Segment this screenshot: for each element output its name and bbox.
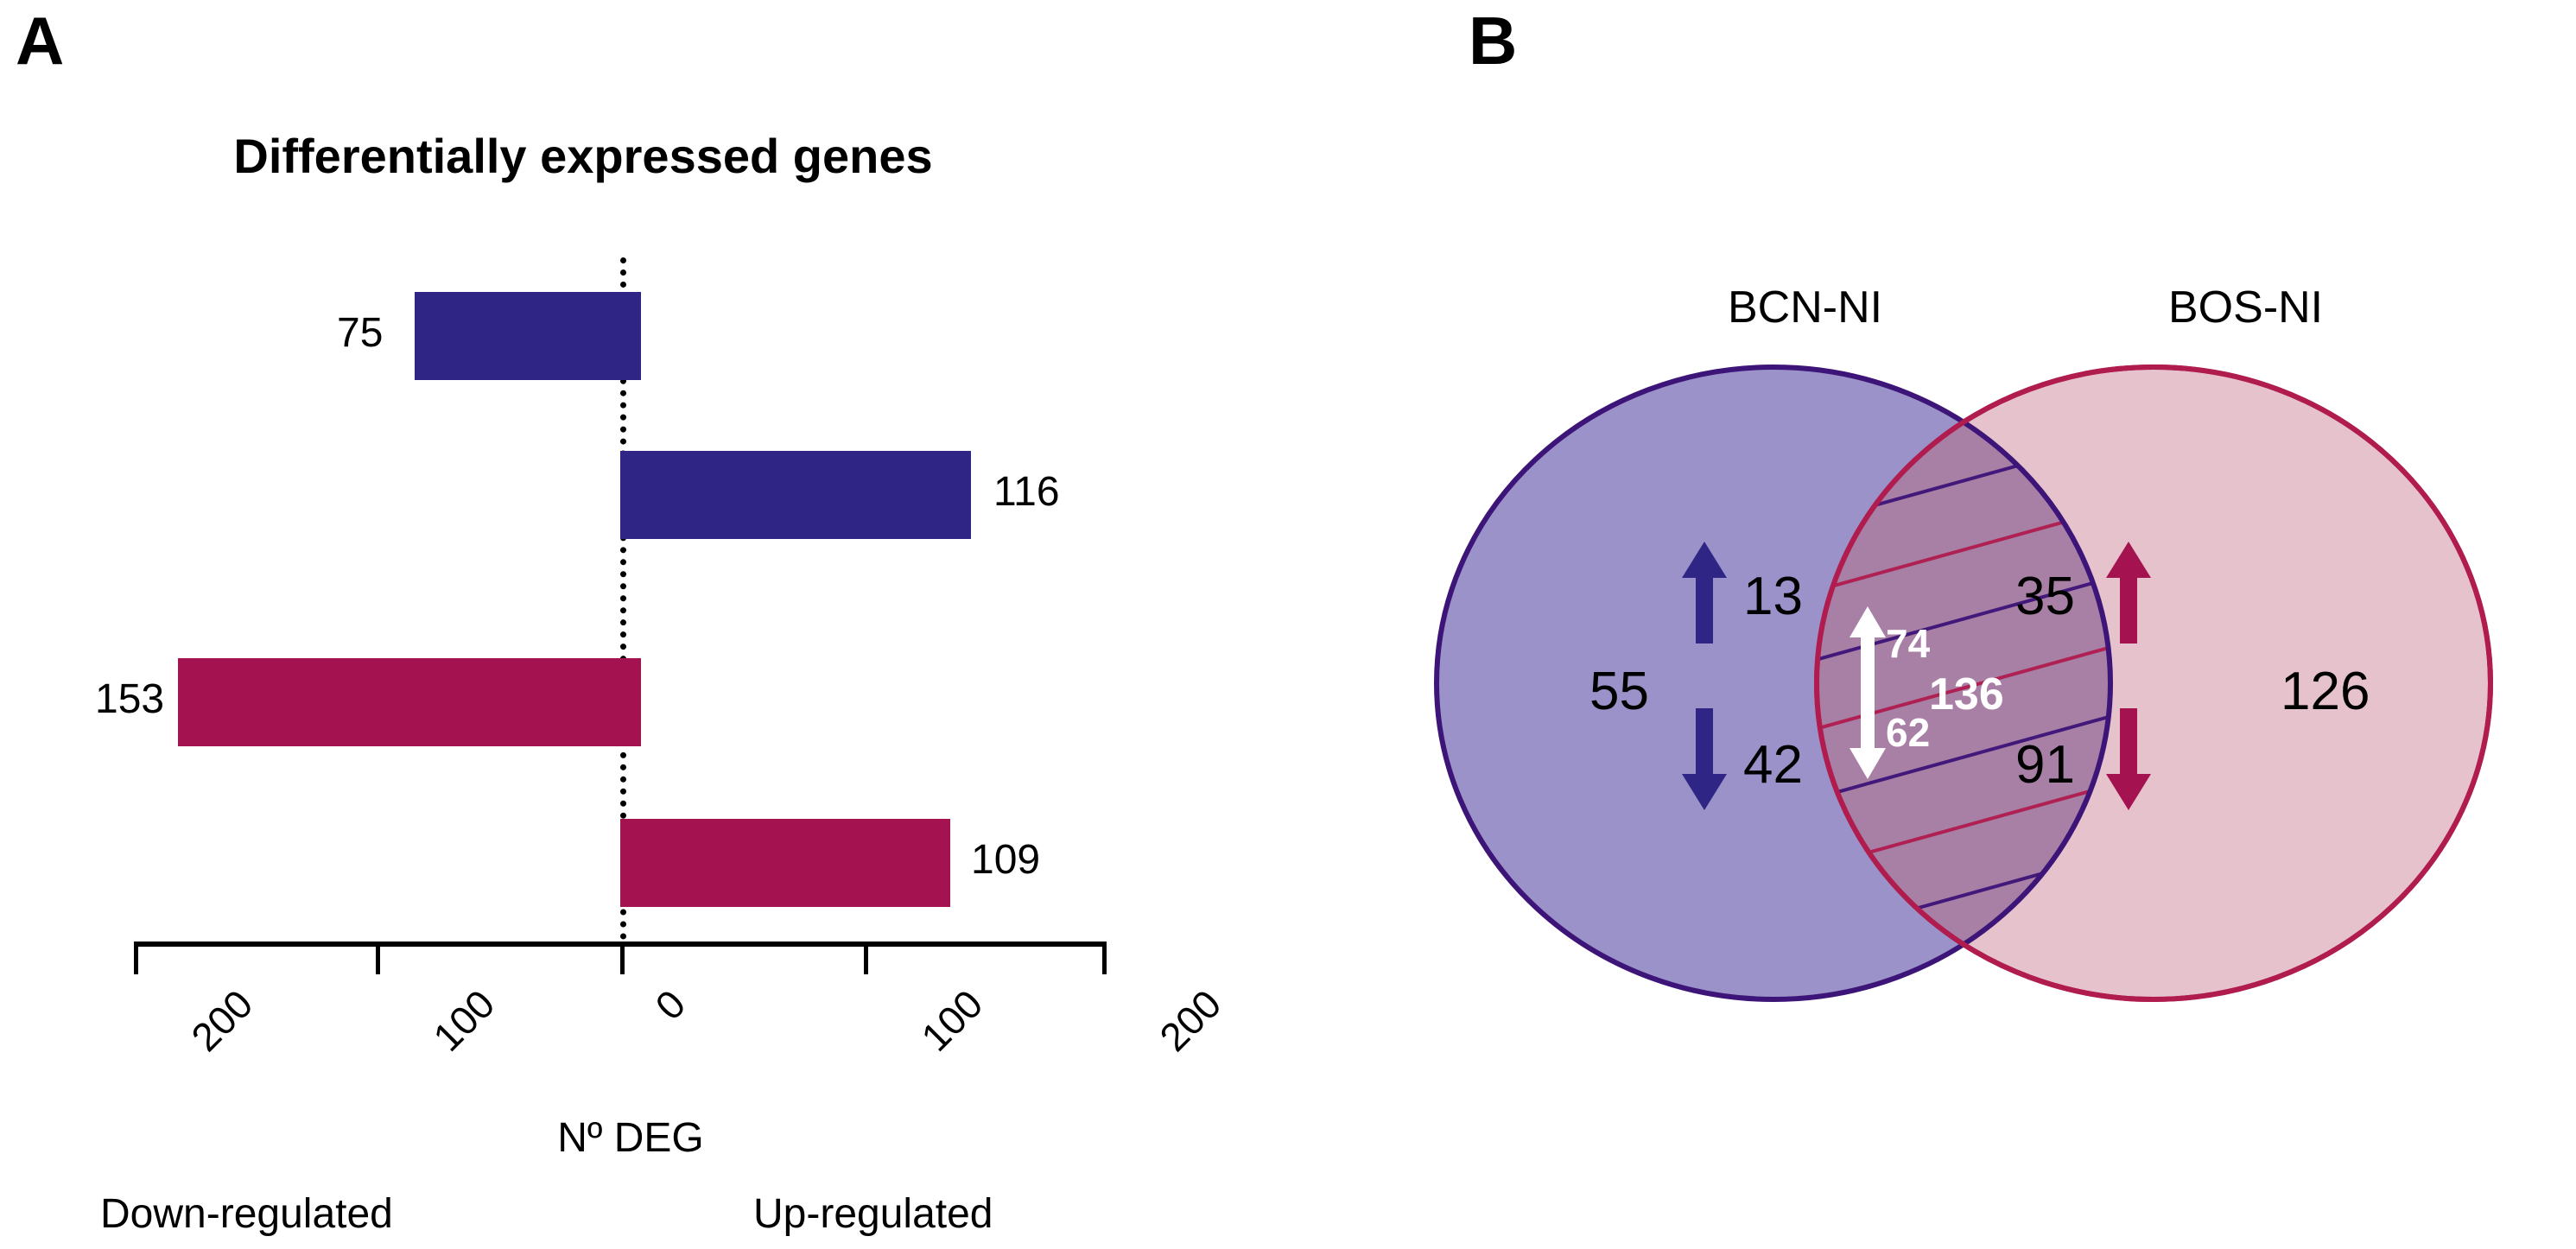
venn-count-bcn-down: 42 xyxy=(1743,735,1803,795)
bar-bos-down xyxy=(178,658,641,746)
x-axis-label-neg100: 100 xyxy=(424,980,504,1060)
bar-bos-up xyxy=(620,819,950,907)
venn-set-label-bcn: BCN-NI xyxy=(1728,282,1883,333)
venn-count-bos-down: 91 xyxy=(2015,735,2075,795)
venn-circle-bos-outline xyxy=(1814,365,2493,1002)
arrow-down-icon xyxy=(2106,708,2151,810)
venn-count-intersection-up: 74 xyxy=(1886,621,1931,666)
arrow-down-icon xyxy=(1682,708,1727,810)
zero-baseline xyxy=(620,257,626,940)
venn-count-bcn-up: 13 xyxy=(1743,567,1803,626)
bar-chart-plot-area: 75 116 153 109 xyxy=(86,250,1175,942)
venn-count-bos-total: 126 xyxy=(2281,662,2370,721)
venn-count-bcn-total: 55 xyxy=(1589,662,1649,721)
down-regulated-label: Down-regulated xyxy=(100,1191,393,1237)
x-axis-label-pos200: 200 xyxy=(1151,980,1230,1060)
venn-count-intersection-total: 136 xyxy=(1929,669,2004,720)
panel-b-letter: B xyxy=(1469,3,1518,79)
panel-b: B xyxy=(1382,0,2576,1249)
x-axis-tick-pos200 xyxy=(1102,942,1107,974)
up-regulated-label: Up-regulated xyxy=(753,1191,993,1237)
x-axis-tick-zero xyxy=(620,942,625,974)
arrow-up-icon xyxy=(2106,542,2151,644)
panel-a: A Differentially expressed genes 75 116 … xyxy=(0,0,1278,1249)
x-axis: 200 100 0 100 200 xyxy=(134,942,1229,1060)
x-axis-label-neg200: 200 xyxy=(182,980,262,1060)
arrow-down-icon xyxy=(1850,693,1886,779)
x-axis-tick-pos100 xyxy=(864,942,868,974)
bar-label-bos-up: 109 xyxy=(971,837,1041,883)
x-axis-tick-neg200 xyxy=(134,942,138,974)
bar-bcn-down xyxy=(415,292,641,380)
venn-count-intersection-down: 62 xyxy=(1886,710,1931,755)
x-axis-tick-neg100 xyxy=(376,942,380,974)
venn-diagram xyxy=(1434,365,2493,1002)
venn-set-label-bos: BOS-NI xyxy=(2168,282,2324,333)
bar-label-bcn-down: 75 xyxy=(337,310,384,356)
bar-label-bos-down: 153 xyxy=(95,676,165,722)
arrow-up-icon xyxy=(1682,542,1727,644)
x-axis-label-pos100: 100 xyxy=(912,980,992,1060)
panel-a-letter: A xyxy=(16,3,65,79)
x-axis-title: Nº DEG xyxy=(557,1115,704,1161)
chart-title: Differentially expressed genes xyxy=(233,129,933,183)
arrow-up-icon xyxy=(1850,606,1886,693)
x-axis-label-zero: 0 xyxy=(646,980,695,1029)
bar-bcn-up xyxy=(620,451,971,539)
bar-label-bcn-up: 116 xyxy=(993,469,1060,515)
venn-count-bos-up: 35 xyxy=(2015,567,2075,626)
